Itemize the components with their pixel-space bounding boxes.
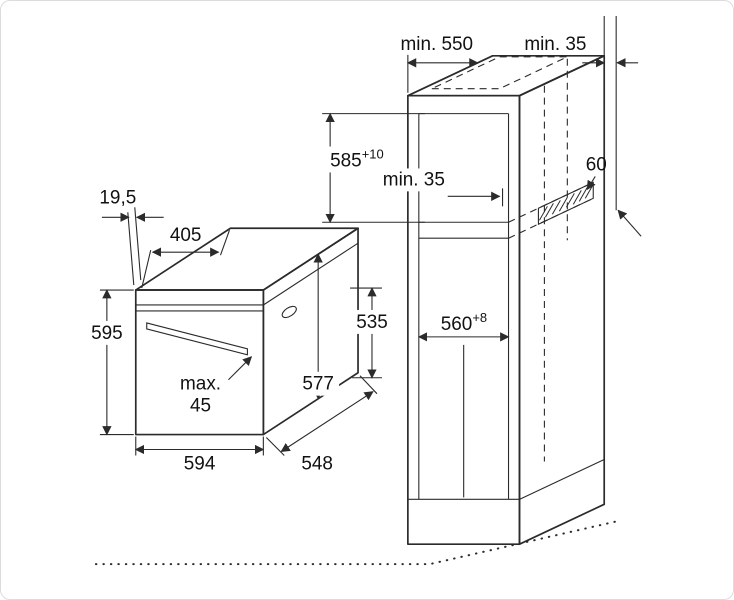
oven-drawing: [134, 227, 359, 436]
dim-label-body-depth: 405: [170, 225, 202, 246]
dim-wall-gap: [582, 15, 642, 237]
dim-body-depth: [141, 230, 230, 289]
cabinet-dimensions: [322, 15, 642, 498]
oven-right-face: [262, 227, 359, 436]
dim-label-side-height: 535: [356, 312, 388, 333]
dim-label-wall-gap: min. 35: [524, 34, 586, 55]
base-side-edge: [519, 458, 605, 500]
dim-rear-gap: [447, 188, 504, 207]
dim-label-panel-depth: 19,5: [99, 187, 136, 208]
dim-vent-leader: [586, 176, 596, 191]
dim-label-door-max-1: max.: [180, 374, 221, 395]
label-mask-595: [85, 320, 128, 345]
labels: 19,5 405 595 max. 45 577 535 594 548 min…: [85, 34, 607, 474]
dim-oven-depth: [265, 375, 378, 456]
dim-niche-width: [417, 332, 510, 498]
oven-dimensions: [99, 207, 382, 456]
dim-label-rear-gap: min. 35: [383, 169, 445, 190]
label-mask-577: [297, 371, 340, 396]
door-handle-bar: [146, 322, 248, 356]
label-mask-rear-gap: [375, 168, 452, 192]
vent-hatch-strip: [537, 181, 594, 226]
top-cutout-hidden: [431, 56, 568, 90]
dim-label-vent-width: 60: [586, 154, 607, 175]
door-protrusion-leader-arrow: [228, 356, 253, 381]
label-mask-585: [324, 146, 390, 173]
wall-leader-arrow: [617, 209, 642, 237]
dim-label-niche-width: 560+8: [441, 310, 487, 335]
cabinet-top-face: [407, 54, 606, 97]
dim-label-niche-height: 585+10: [330, 146, 384, 171]
control-panel-side-line: [263, 242, 359, 306]
dim-label-door-max-2: 45: [190, 396, 211, 417]
oven-front-face: [134, 289, 265, 436]
side-grip-hole: [281, 305, 297, 319]
dim-oven-width: [134, 436, 265, 456]
dim-label-niche-depth: min. 550: [400, 34, 473, 55]
cabinet-right-face: [518, 54, 606, 546]
dim-oven-height: [99, 289, 134, 436]
dim-niche-depth: [406, 54, 479, 93]
dim-label-oven-width: 594: [184, 453, 216, 474]
floor-dotted-line: [94, 520, 619, 566]
label-mask-535: [351, 309, 393, 334]
dim-label-front-height: 577: [302, 374, 334, 395]
dim-label-oven-height: 595: [91, 323, 123, 344]
dim-panel-depth: [101, 207, 164, 286]
cabinet-drawing: [407, 54, 606, 546]
dim-label-oven-depth: 548: [301, 453, 333, 474]
